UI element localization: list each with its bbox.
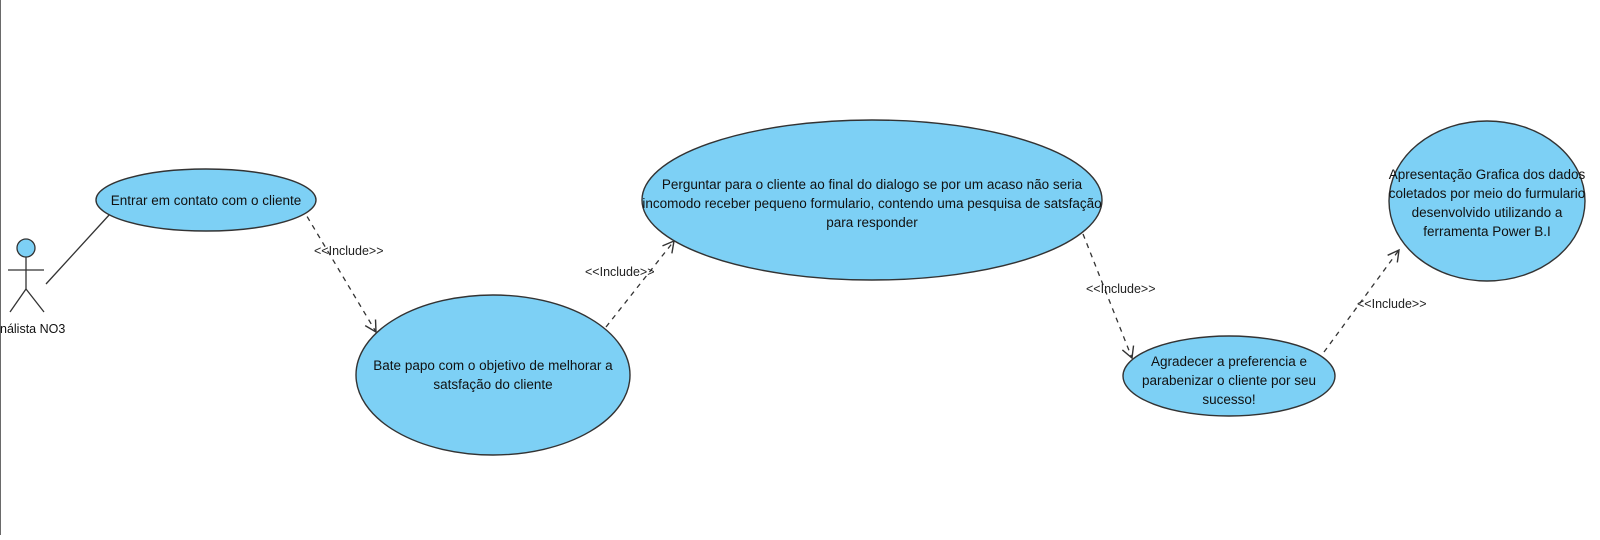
include-label-uc4-uc5: <<Include>> [1357,297,1427,311]
include-uc4-uc5[interactable] [1323,248,1400,353]
include-uc2-uc3[interactable] [605,239,675,328]
actor-label: nálista NO3 [0,322,66,336]
usecase-text-uc2: Bate papo com o objetivo de melhorar a s… [373,358,613,392]
include-label-uc2-uc3: <<Include>> [585,265,655,279]
actor-head [16,238,36,258]
actor-left-leg [9,288,27,313]
actor-figure[interactable] [8,238,45,313]
usecase-ellipse-uc5[interactable] [1388,120,1586,282]
usecase-text-uc1: Entrar em contato com o cliente [110,192,302,208]
association-actor-uc1[interactable] [45,213,111,285]
include-label-uc1-uc2: <<Include>> [314,244,384,258]
include-label-uc3-uc4: <<Include>> [1086,282,1156,296]
usecase-ellipse-uc1[interactable] [95,168,317,232]
usecase-text-uc3: Perguntar para o cliente ao final do dia… [642,176,1102,230]
usecase-text-uc5: Apresentação Grafica dos dados coletados… [1388,167,1586,239]
usecase-ellipse-uc3[interactable] [641,119,1103,281]
include-uc1-uc2[interactable] [301,207,377,334]
include-uc3-uc4[interactable] [1082,233,1135,360]
left-border [0,0,1,535]
usecase-text-uc4: Agradecer a preferencia e parabenizar o … [1141,353,1317,407]
usecase-ellipse-uc2[interactable] [355,294,631,456]
usecase-ellipse-uc4[interactable] [1122,335,1336,417]
actor-right-leg [25,288,45,313]
